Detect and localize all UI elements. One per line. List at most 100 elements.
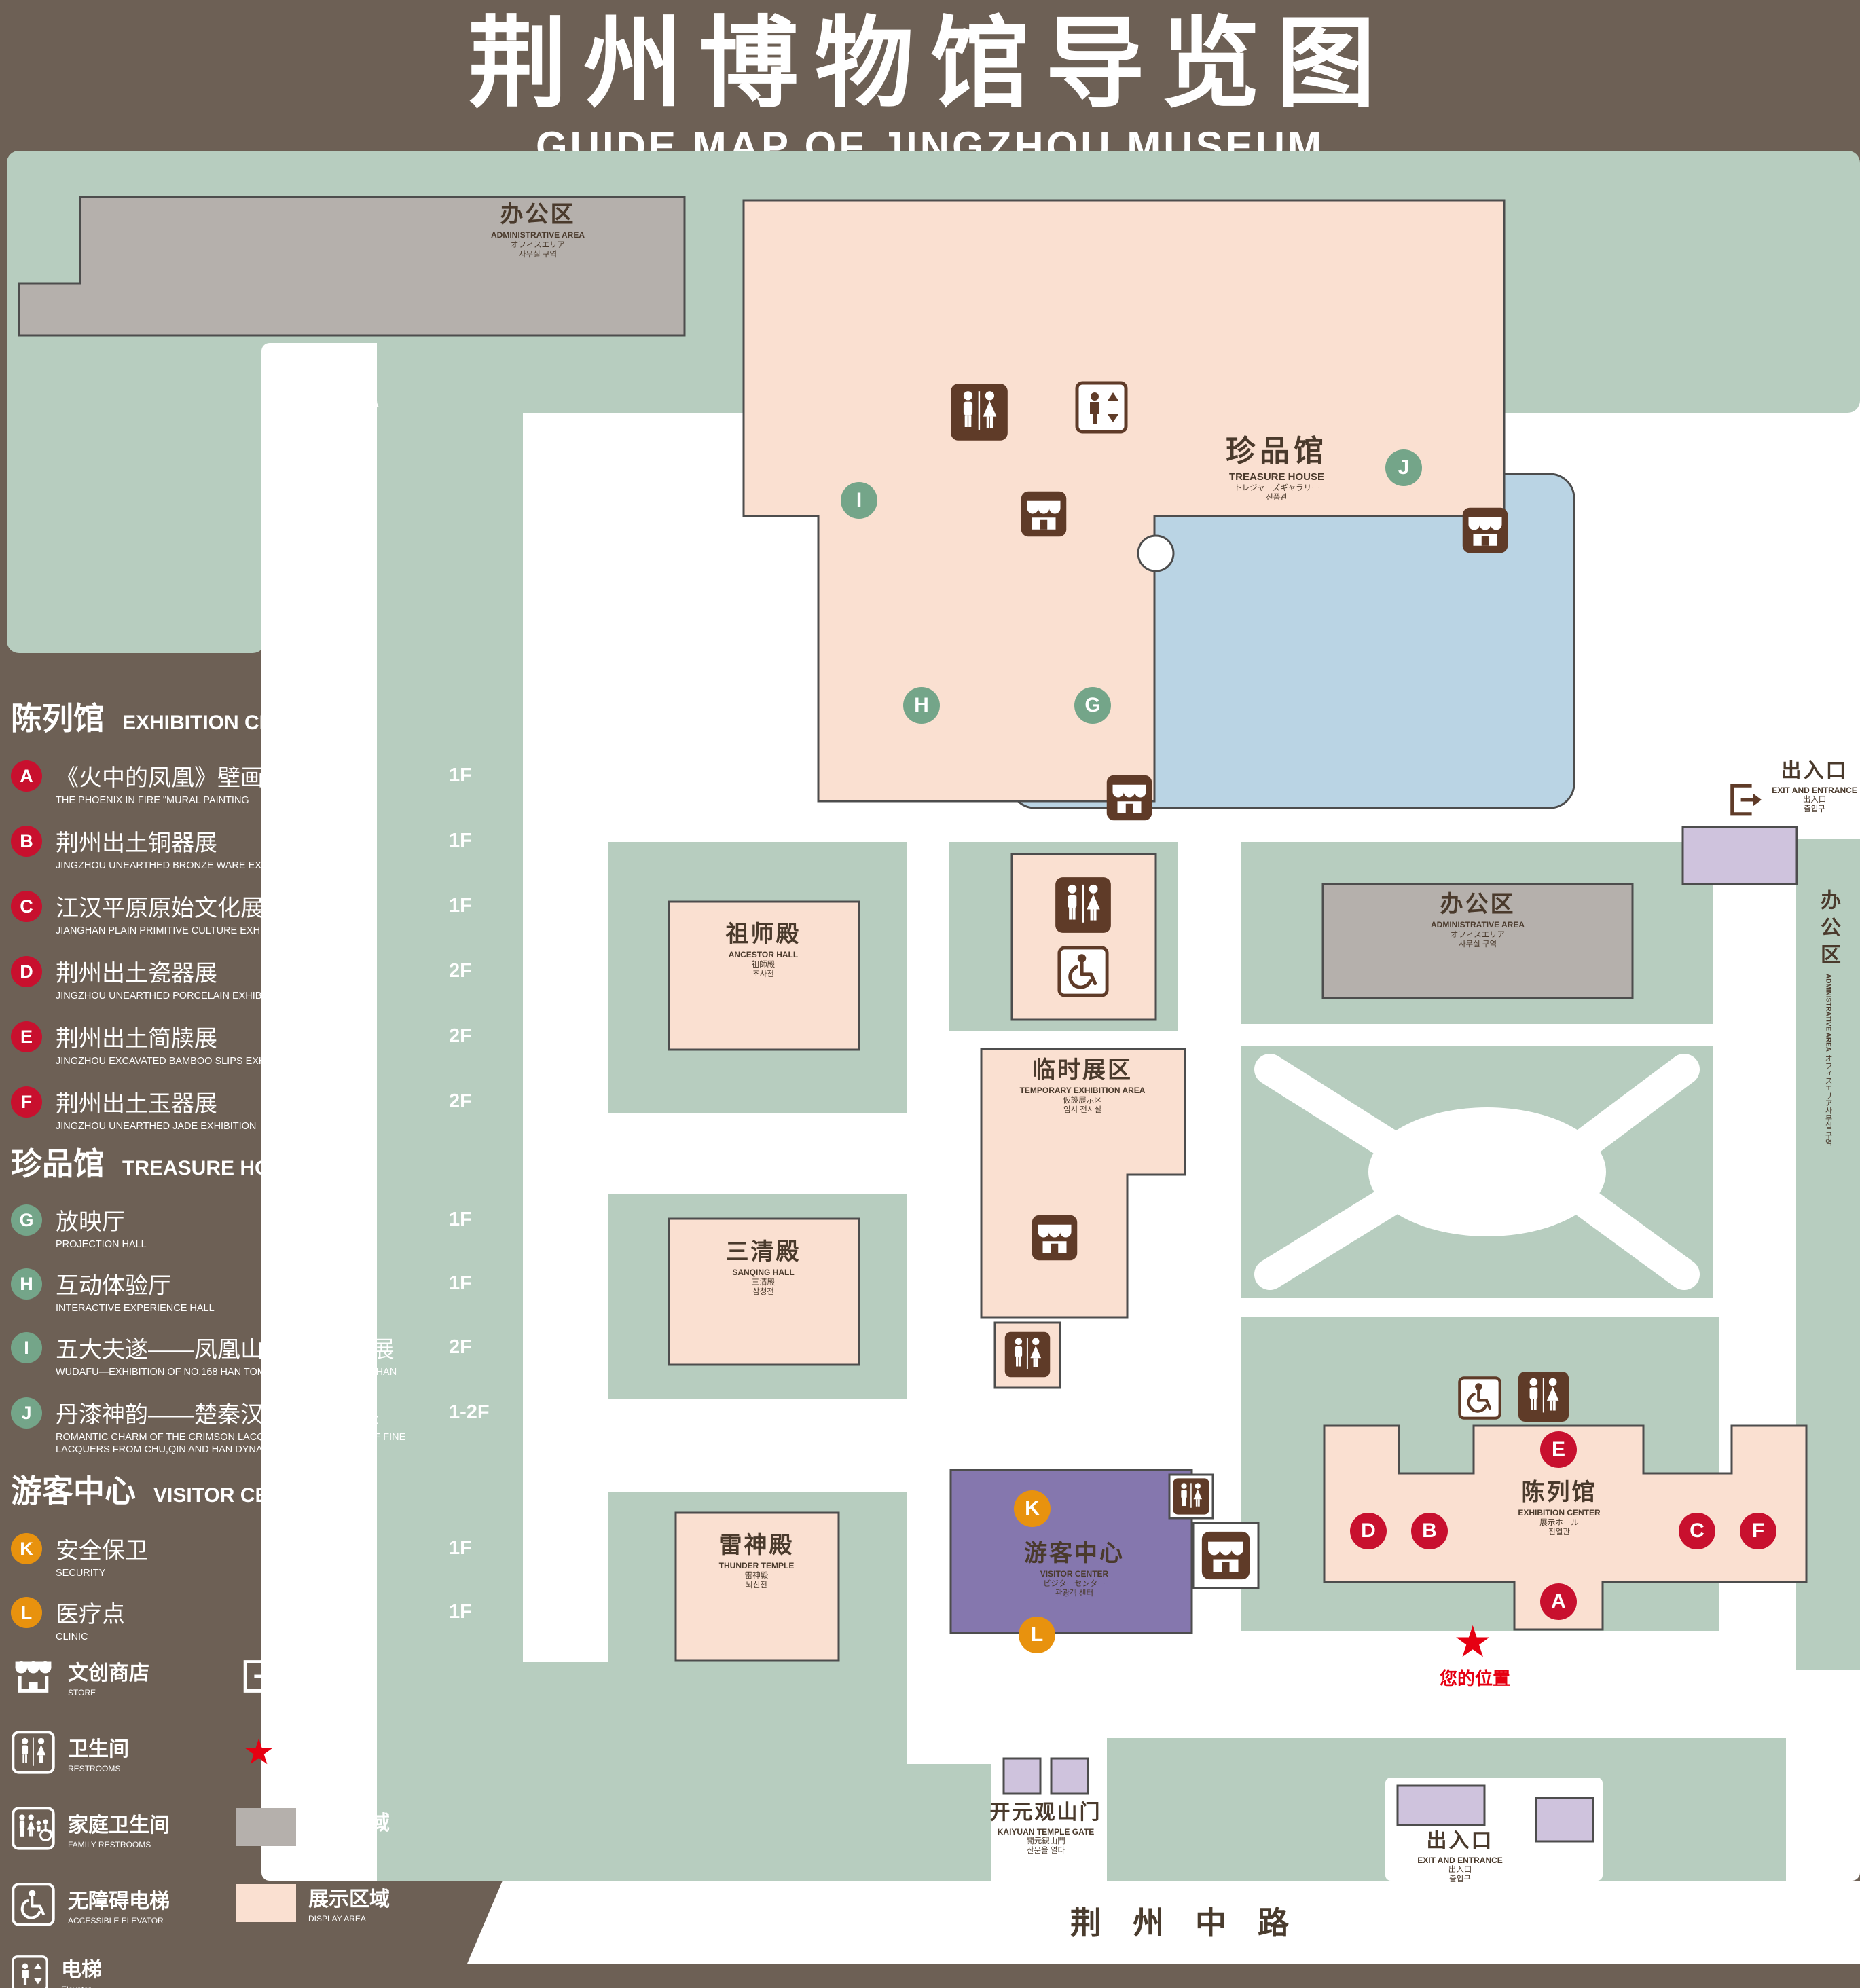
- item-zh: 荆州出土铜器展: [56, 830, 217, 856]
- label-zh: 办公区: [1440, 891, 1516, 917]
- label-zh: 雷神殿: [718, 1532, 795, 1558]
- item-en: JINGZHOU UNEARTHED PORCELAIN EXHIBITIONE: [56, 991, 295, 1001]
- label-zh: 祖师殿: [725, 921, 801, 947]
- label-en: ADMINISTRATIVE AREA: [1824, 974, 1832, 1052]
- item-en: WUDAFU—EXHIBITION OF NO.168 HAN TOMB FRO…: [56, 1367, 397, 1378]
- label-ko: 산문을 열다: [1026, 1847, 1065, 1856]
- elevator-icon: [11, 1955, 49, 1988]
- label-ja: 仮設展示区: [1063, 1097, 1102, 1105]
- label-ja: トレジャーズギャラリー: [1234, 483, 1319, 492]
- badge-C: C: [11, 891, 42, 922]
- symbol-zh: 家庭卫生间: [68, 1814, 170, 1837]
- marker-A: A: [1540, 1583, 1577, 1620]
- item-floor: 1-2F: [449, 1401, 490, 1423]
- item-zh: 医疗点: [56, 1602, 125, 1627]
- item-floor: 2F: [449, 1090, 472, 1112]
- item-en: CLINIC: [56, 1632, 88, 1642]
- label-ja: 開元観山門: [1026, 1837, 1065, 1846]
- restroom-icon: [11, 1730, 56, 1775]
- item-zh: 《火中的凤凰》壁画: [56, 765, 263, 791]
- label-zh: 出入口: [1426, 1830, 1494, 1852]
- exhibition-center-label: 陈列馆 EXHIBITION CENTER 展示ホール 진열관: [1518, 1479, 1600, 1537]
- label-ja: オフィスエリア: [1450, 931, 1506, 940]
- marker-F: F: [1740, 1513, 1776, 1549]
- treasure-house-building: [742, 199, 1506, 803]
- item-floor: 1F: [449, 1209, 472, 1230]
- symbol-zh: 卫生间: [68, 1737, 129, 1761]
- label-ja: 出入口: [1802, 796, 1827, 805]
- label-zh: 开元观山门: [989, 1801, 1102, 1824]
- visitor-center-building: [949, 1469, 1193, 1634]
- badge-J: J: [11, 1397, 42, 1429]
- plaza-circle: [1137, 534, 1175, 572]
- accessible-elevator-icon: [1457, 1376, 1502, 1420]
- marker-L: L: [1019, 1617, 1055, 1653]
- label-ko: 진열관: [1548, 1528, 1570, 1537]
- badge-D: D: [11, 956, 42, 987]
- label-zh: 出入口: [1781, 760, 1848, 782]
- exit-bottom-annex-1: [1396, 1784, 1486, 1826]
- label-zh: 陈列馆: [1521, 1479, 1597, 1505]
- badge-I: I: [11, 1332, 42, 1363]
- item-en: JIANGHAN PLAIN PRIMITIVE CULTURE EXHIBIT…: [56, 925, 296, 936]
- symbol-en: OFFICE AREA: [308, 1838, 363, 1847]
- exit-bottom-label: 出入口 EXIT AND ENTRANCE 出入口 출입구: [1417, 1829, 1503, 1884]
- label-en: TREASURE HOUSE: [1228, 471, 1325, 483]
- symbol-zh: 电梯: [61, 1959, 102, 1981]
- office-building-right: [1321, 883, 1634, 999]
- label-zh: 珍品馆: [1226, 435, 1328, 468]
- store-icon: [1106, 774, 1153, 822]
- item-zh: 江汉平原原始文化展: [56, 896, 263, 921]
- label-ko: 조사전: [752, 970, 774, 979]
- label-zh: 办公区: [500, 202, 576, 227]
- office-area-swatch: [236, 1807, 296, 1846]
- store-icon: [11, 1654, 56, 1699]
- section-en: EXHIBITION CENTER: [122, 712, 329, 734]
- item-floor: 2F: [449, 1025, 472, 1047]
- item-en: SECURITY: [56, 1568, 106, 1579]
- store-icon: [1461, 507, 1509, 554]
- badge-E: E: [11, 1021, 42, 1052]
- label-ja: ビジターセンター: [1043, 1580, 1106, 1589]
- elevator-icon: [1074, 380, 1129, 435]
- your-location-star-icon: ★: [242, 1733, 275, 1772]
- road-name: 荆州中路: [1070, 1905, 1320, 1940]
- symbol-zh: 办公区域: [308, 1812, 390, 1835]
- family-restroom-icon: [11, 1806, 56, 1851]
- symbol-en: DISPLAY AREA: [308, 1914, 366, 1923]
- marker-H: H: [903, 687, 940, 724]
- page-title: 荆州博物馆导览图 GUIDE MAP OF JINGZHOU MUSEUM: [0, 8, 1860, 170]
- badge-B: B: [11, 826, 42, 857]
- exhibition-center-building: [1323, 1424, 1808, 1631]
- admin-area-top-label: 办公区 ADMINISTRATIVE AREA オフィスエリア 사무실 구역: [491, 201, 585, 259]
- title-zh: 荆州博物馆导览图: [468, 8, 1392, 119]
- marker-E: E: [1540, 1431, 1577, 1468]
- label-ja: 祖師殿: [751, 961, 776, 970]
- legend-symbol-office-area: 办公区域 OFFICE AREA: [236, 1806, 390, 1847]
- accessible-restroom-icon: [1057, 945, 1110, 998]
- label-ko: 사무실 구역: [518, 251, 558, 259]
- label-ja: 雷神殿: [744, 1572, 769, 1581]
- item-en: ROMANTIC CHARM OF THE CRIMSON LACQUERS—E…: [56, 1432, 406, 1456]
- label-en: ADMINISTRATIVE AREA: [491, 230, 585, 240]
- label-en: SANQING HALL: [732, 1268, 795, 1278]
- item-floor: 1F: [449, 765, 472, 786]
- marker-J: J: [1385, 449, 1422, 486]
- gate-block-left: [1002, 1757, 1042, 1795]
- symbol-zh: 文创商店: [68, 1661, 149, 1685]
- thunder-temple-label: 雷神殿 THUNDER TEMPLE 雷神殿 뇌신전: [719, 1532, 795, 1590]
- symbol-en: RESTROOMS: [68, 1763, 121, 1773]
- symbol-en: Elevator: [61, 1985, 102, 1988]
- label-ko: 출입구: [1804, 805, 1825, 814]
